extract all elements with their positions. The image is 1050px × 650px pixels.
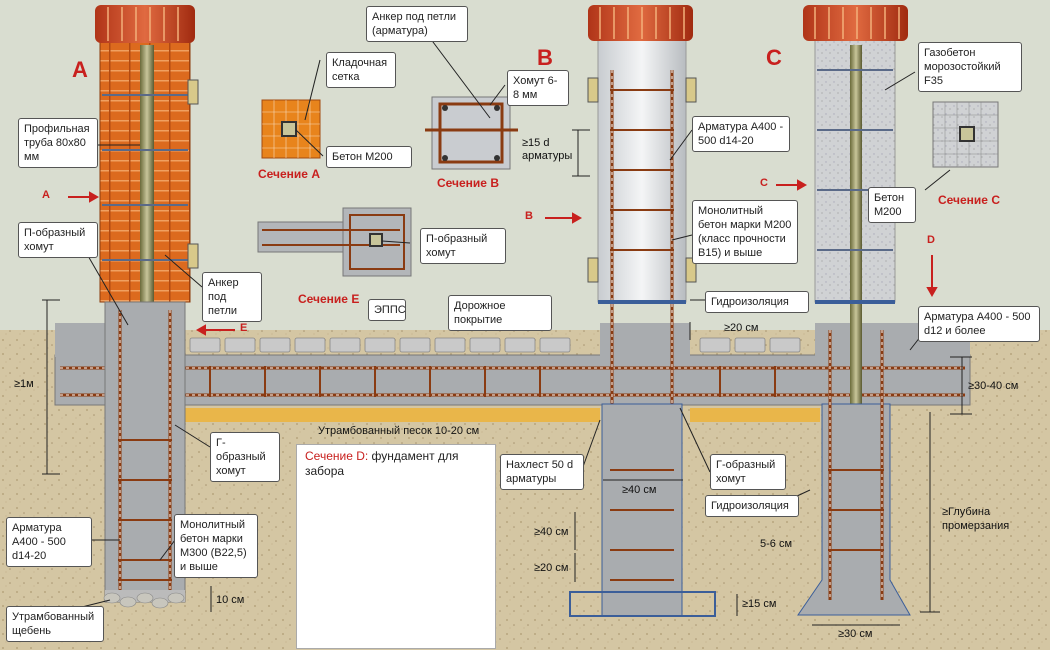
pillar-b-letter: B	[537, 45, 553, 70]
label-g-clamp-a: Г-образный хомут	[210, 432, 280, 482]
arrow-e-letter: E	[240, 322, 248, 334]
section-c-title: Сечение С	[938, 193, 1000, 207]
label-concrete-a: Бетон М200	[326, 146, 412, 168]
label-rebar-a: Арматура А400 - 500 d14-20	[6, 517, 92, 567]
section-d-title: Сечение D: фундамент для забора	[305, 449, 490, 479]
dim-vertical-20: ≥20 см	[534, 562, 569, 574]
label-epps: ЭППС	[368, 299, 406, 321]
label-g-clamp-c: Г-образный хомут	[710, 454, 786, 490]
label-gravel: Утрамбованный щебень	[6, 606, 104, 642]
section-d-prefix: Сечение D:	[305, 449, 369, 463]
dim-15: ≥15 см	[742, 598, 777, 610]
section-d-panel: Сечение D: фундамент для забора	[296, 444, 496, 649]
dim-width-30: ≥30 см	[838, 628, 873, 640]
dim-vertical-40: ≥40 см	[534, 526, 569, 538]
label-aerated: Газобетон морозостойкий F35	[918, 42, 1022, 92]
label-rebar-b: Арматура А400 - 500 d14-20	[692, 116, 790, 152]
pillar-c-letter: C	[766, 45, 782, 70]
dim-15d: ≥15 d арматуры	[522, 137, 573, 162]
label-overlap: Нахлест 50 d арматуры	[500, 454, 584, 490]
section-d-rest: фундамент для забора	[305, 449, 459, 478]
label-profile-pipe: Профильная труба 80x80 мм	[18, 118, 98, 168]
label-freeze: ≥Глубина промерзания	[942, 506, 1010, 532]
section-a-title: Сечение А	[258, 167, 320, 181]
arrow-c-letter: C	[760, 177, 768, 189]
dim-1m: ≥1м	[14, 378, 34, 390]
section-b-title: Сечение В	[437, 176, 499, 190]
label-p-clamp-a: П-образный хомут	[18, 222, 98, 258]
label-waterproof-top: Гидроизоляция	[705, 291, 809, 313]
label-p-clamp-e: П-образный хомут	[420, 228, 506, 264]
dim-5-6: 5-6 см	[760, 538, 793, 550]
label-rebar-d12: Арматура А400 - 500 d12 и более	[918, 306, 1040, 342]
section-e-title: Сечение Е	[298, 292, 360, 306]
label-masonry-mesh: Кладочная сетка	[326, 52, 396, 88]
arrow-a-letter: A	[42, 189, 50, 201]
label-road: Дорожное покрытие	[448, 295, 552, 331]
arrow-b-letter: B	[525, 210, 533, 222]
dim-20-top: ≥20 см	[724, 322, 759, 334]
label-clamp: Хомут 6-8 мм	[507, 70, 569, 106]
label-monolith-a: Монолитный бетон марки М300 (В22,5) и вы…	[174, 514, 258, 578]
dim-10: 10 см	[216, 594, 245, 606]
dim-30-40: ≥30-40 см	[968, 380, 1019, 392]
label-sand: Утрамбованный песок 10-20 см	[318, 425, 480, 437]
label-waterproof-bottom: Гидроизоляция	[705, 495, 799, 517]
arrow-d-letter: D	[927, 234, 935, 246]
dim-width-40: ≥40 см	[622, 484, 657, 496]
label-anchor-loops: Анкер под петли	[202, 272, 262, 322]
pillar-a-letter: A	[72, 57, 88, 82]
label-concrete-c: Бетон М200	[868, 187, 916, 223]
label-anchor-top: Анкер под петли (арматура)	[366, 6, 468, 42]
label-monolith-b: Монолитный бетон марки М200 (класс прочн…	[692, 200, 798, 264]
